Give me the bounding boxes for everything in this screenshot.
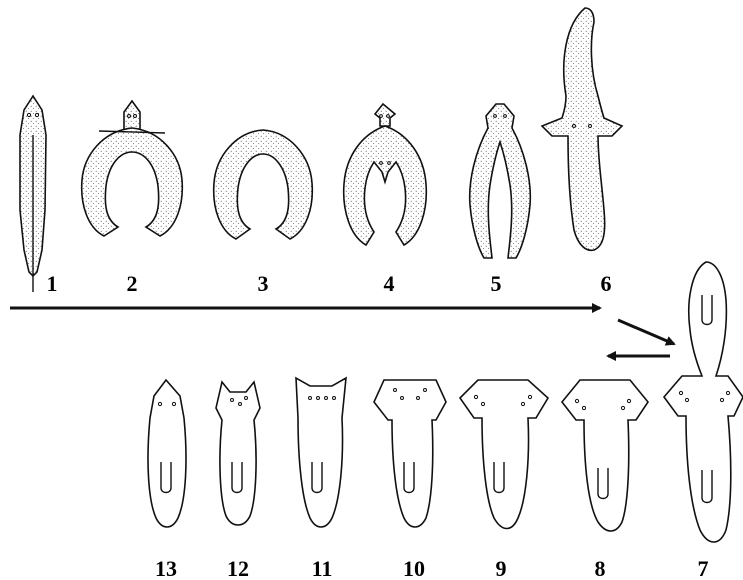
stage-label-1: 1 — [47, 271, 58, 296]
stage-label-10: 10 — [403, 556, 425, 580]
diagonal-arrow — [618, 320, 674, 344]
stage-6-figure — [542, 8, 622, 250]
stage-11-figure — [296, 378, 346, 527]
stage-12-figure — [216, 382, 260, 525]
stage-7-figure — [664, 262, 743, 542]
stage-8-figure — [562, 380, 648, 531]
stage-13-figure — [148, 380, 186, 527]
stage-9-figure — [460, 380, 548, 529]
stage-5-figure — [470, 104, 531, 258]
stage-3-figure — [214, 130, 313, 239]
stage-label-12: 12 — [227, 556, 249, 580]
stage-label-8: 8 — [595, 556, 606, 580]
stage-label-11: 11 — [312, 556, 333, 580]
stage-label-4: 4 — [384, 271, 395, 296]
stage-2-figure — [82, 101, 183, 236]
stage-label-13: 13 — [155, 556, 177, 580]
stage-label-2: 2 — [127, 271, 138, 296]
stage-label-9: 9 — [496, 556, 507, 580]
stage-4-figure — [344, 104, 427, 245]
stage-label-6: 6 — [601, 271, 612, 296]
stage-label-3: 3 — [258, 271, 269, 296]
stage-10-figure — [374, 380, 446, 527]
stage-label-7: 7 — [698, 556, 709, 580]
stage-1-figure — [20, 96, 46, 292]
stage-label-5: 5 — [491, 271, 502, 296]
